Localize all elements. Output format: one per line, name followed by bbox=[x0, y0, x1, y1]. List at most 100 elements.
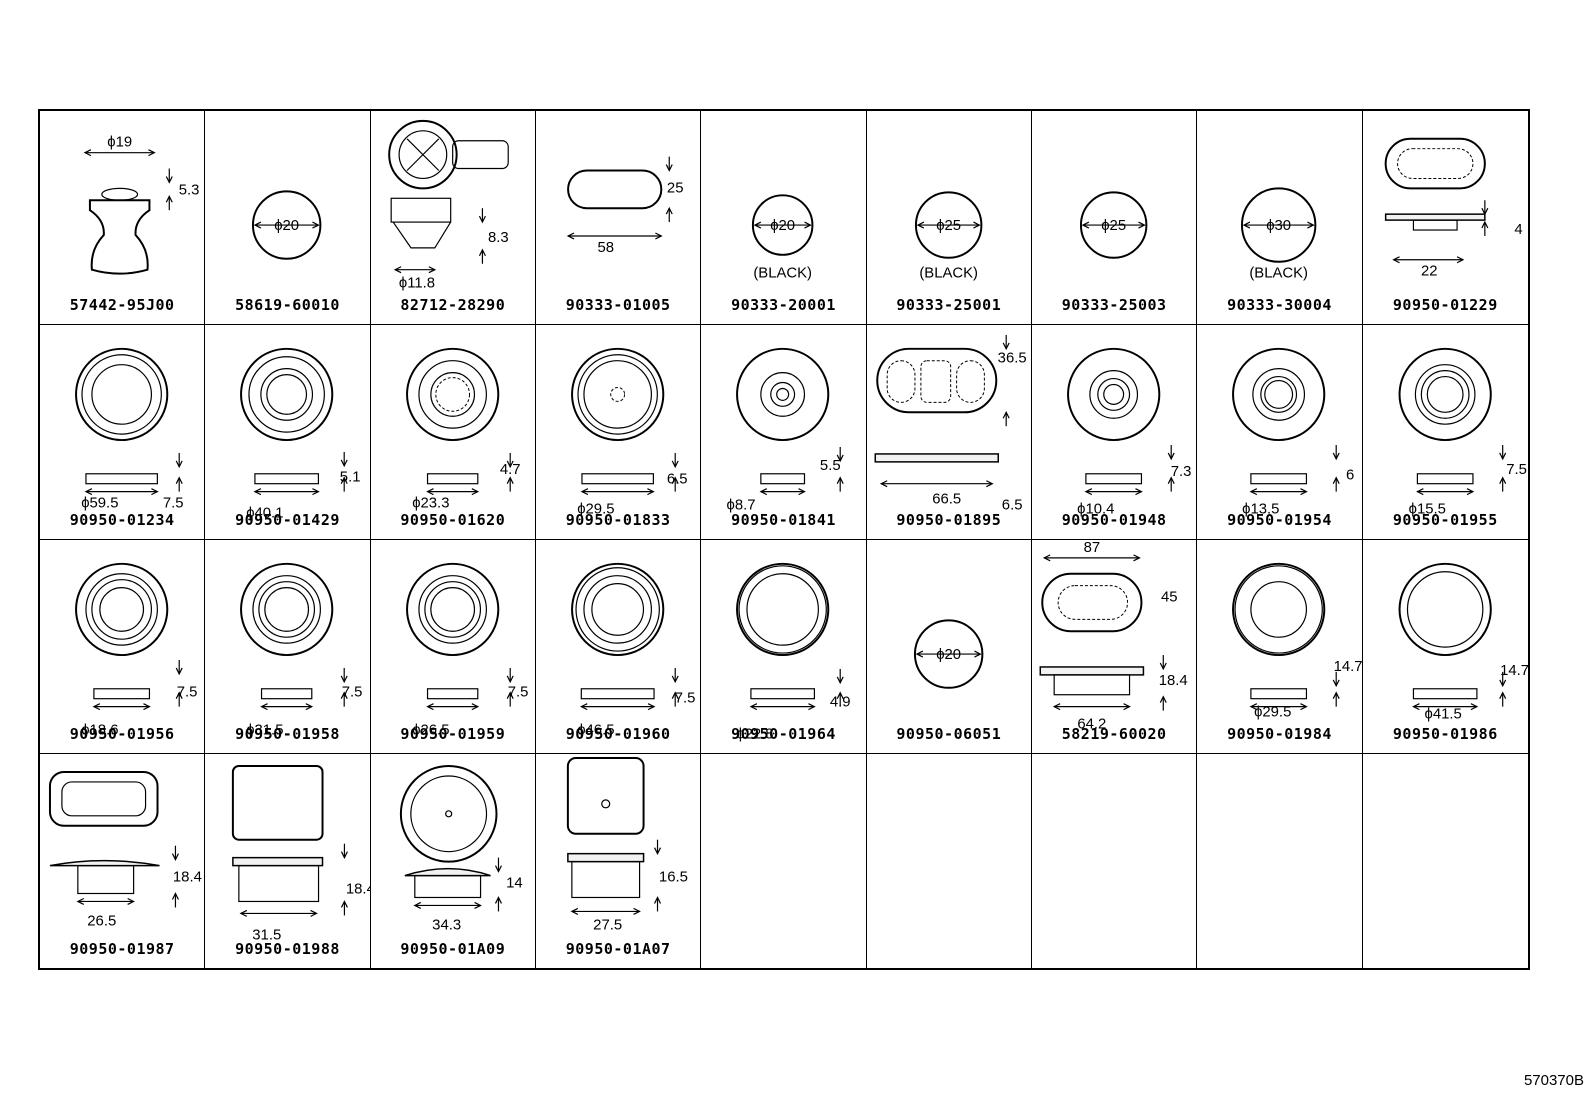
dimension-label: ϕ41.5 bbox=[1424, 706, 1461, 722]
part-number: 90950-01987 bbox=[69, 940, 175, 958]
dimension-label: 7.5 bbox=[177, 684, 198, 700]
part-number: 90333-25003 bbox=[1061, 296, 1167, 315]
part-cell: ϕ20(BLACK)90333-20001 bbox=[701, 111, 867, 326]
dimension-label: 7.5 bbox=[675, 690, 696, 706]
plug-outline bbox=[1241, 187, 1317, 263]
dimension-label: ϕ13.5 bbox=[1243, 502, 1280, 518]
part-drawing: 422 bbox=[1384, 137, 1522, 280]
part-drawing: ϕ30(BLACK) bbox=[1241, 187, 1317, 282]
part-cell: ϕ23.3 4.7 90950-01620 bbox=[370, 325, 536, 540]
part-number: 90950-01960 bbox=[565, 724, 671, 743]
dimension-label: 26.5 bbox=[87, 912, 116, 929]
part-drawing: ϕ23.3 4.7 bbox=[405, 348, 521, 512]
part-number: 90950-01988 bbox=[235, 940, 340, 958]
part-drawing: 31.5 18.4 bbox=[232, 764, 370, 943]
part-number: 90950-01833 bbox=[565, 510, 671, 529]
dimension-label: ϕ46.5 bbox=[577, 722, 614, 738]
part-drawing: 27.516.5 bbox=[566, 756, 688, 933]
part-drawing: ϕ29.514.7 bbox=[1232, 562, 1362, 720]
dimension-label: 14 bbox=[506, 874, 523, 891]
dimension-label: ϕ20 bbox=[275, 218, 300, 234]
part-cell: ϕ46.5 7.5 90950-01960 bbox=[535, 539, 702, 754]
part-number: 90333-30004 bbox=[1227, 296, 1332, 315]
dimension-label: 34.3 bbox=[432, 916, 461, 933]
dimension-label: ϕ29.5 bbox=[577, 502, 614, 518]
dimension-label: 64.2 bbox=[1077, 716, 1106, 732]
part-number: 90950-01A09 bbox=[400, 940, 506, 958]
part-drawing: ϕ22.84.9 bbox=[736, 562, 851, 742]
part-drawing: ϕ8.75.5 bbox=[727, 348, 845, 514]
dimension-label: 7.5 bbox=[507, 684, 528, 700]
part-number: 90950-01984 bbox=[1227, 724, 1332, 743]
part-drawing: ϕ18.6 7.5 bbox=[75, 562, 198, 738]
dimension-label: ϕ10.4 bbox=[1077, 502, 1114, 518]
part-number: 90950-01A07 bbox=[565, 940, 671, 958]
dimension-label: 18.4 bbox=[173, 868, 202, 885]
part-number: 90950-01959 bbox=[400, 724, 506, 743]
dimension-label: ϕ18.6 bbox=[81, 722, 118, 738]
part-number: 90333-20001 bbox=[731, 296, 836, 315]
part-number: 90950-01986 bbox=[1392, 724, 1498, 743]
dimension-label: ϕ29.5 bbox=[1254, 704, 1291, 720]
figure-reference: 570370B bbox=[1523, 1072, 1584, 1089]
part-number: 90950-01895 bbox=[896, 510, 1002, 529]
part-number: 58619-60010 bbox=[235, 296, 340, 315]
dimension-label: 4 bbox=[1514, 222, 1522, 238]
part-drawing: ϕ46.5 7.5 bbox=[571, 562, 696, 738]
dimension-label: 7.5 bbox=[163, 496, 184, 512]
plug-outline bbox=[1079, 191, 1148, 259]
dimension-label: ϕ26.5 bbox=[412, 722, 449, 738]
dimension-label: ϕ40.1 bbox=[247, 506, 284, 522]
part-drawing: ϕ20 bbox=[252, 190, 322, 260]
part-number: 90950-01234 bbox=[69, 510, 175, 529]
dimension-label: 4.7 bbox=[500, 462, 521, 478]
dimension-label: 31.5 bbox=[253, 926, 282, 943]
dimension-label: 25 bbox=[667, 180, 684, 196]
part-number: 90950-01964 bbox=[731, 724, 836, 743]
dimension-label: ϕ11.8 bbox=[399, 276, 435, 292]
part-drawing: ϕ29.56.5 bbox=[571, 348, 688, 518]
empty-cell bbox=[1363, 754, 1528, 968]
dimension-label: 6.5 bbox=[1001, 498, 1022, 514]
part-drawing: 8.3 ϕ11.8 bbox=[387, 119, 509, 292]
dimension-label: 4.9 bbox=[830, 694, 851, 710]
part-number: 90950-01620 bbox=[400, 510, 506, 529]
part-cell: 34.3 14 90950-01A09 bbox=[371, 753, 536, 968]
part-number: 90950-01948 bbox=[1061, 510, 1167, 529]
part-number: 90333-25001 bbox=[896, 296, 1002, 315]
dimension-label: 36.5 bbox=[997, 351, 1026, 367]
dimension-label: 8.3 bbox=[488, 230, 509, 246]
empty-cell bbox=[701, 753, 867, 968]
part-number: 58219-60020 bbox=[1061, 724, 1167, 743]
part-cell: ϕ30(BLACK) 90333-30004 bbox=[1197, 111, 1363, 326]
dimension-label: 16.5 bbox=[659, 868, 688, 885]
part-drawing: ϕ40.15.1 bbox=[240, 348, 361, 522]
dimension-label: ϕ8.7 bbox=[727, 498, 756, 514]
dimension-label: ϕ31.5 bbox=[247, 722, 284, 738]
part-drawing: ϕ41.514.7 bbox=[1398, 562, 1528, 722]
dimension-label: ϕ19 bbox=[107, 135, 132, 151]
dimension-label: ϕ23.3 bbox=[412, 496, 449, 512]
dimension-label: 18.4 bbox=[346, 880, 369, 897]
